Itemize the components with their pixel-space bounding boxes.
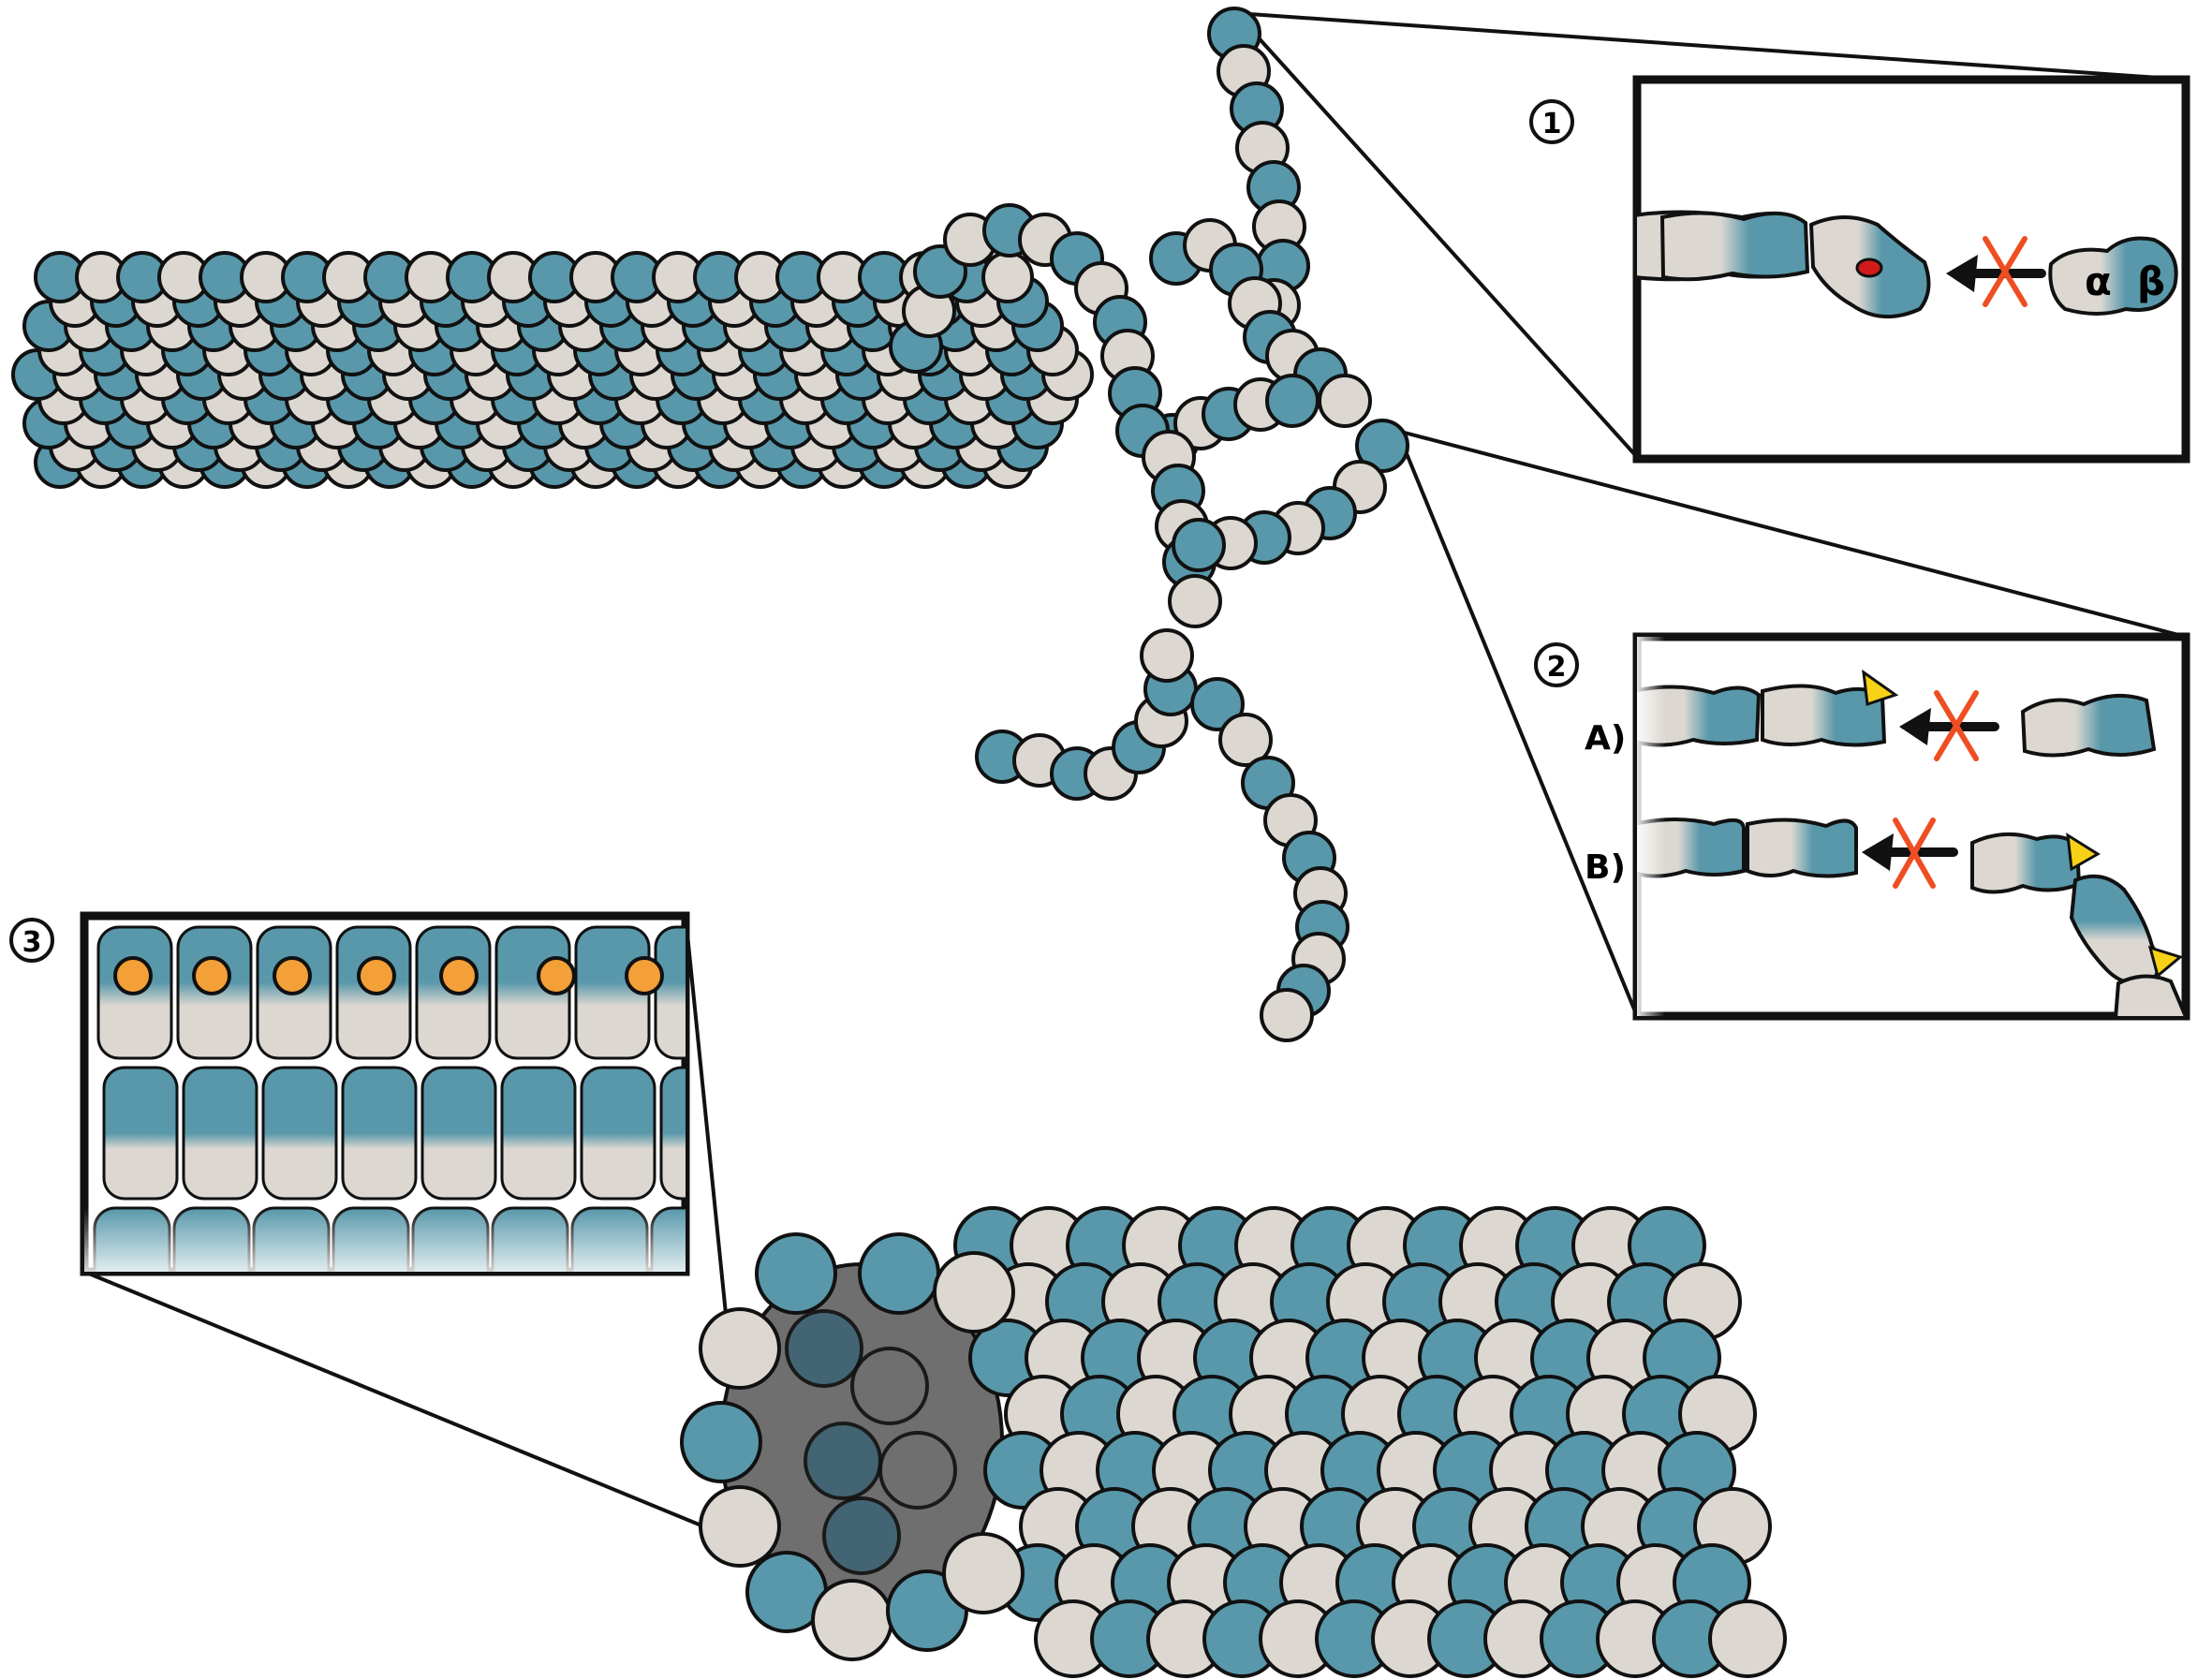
lipid-headgroup-icon (625, 956, 664, 995)
panel-1-number: 1 (1542, 108, 1562, 140)
panel-1: α β 1 (1529, 75, 2190, 464)
tubulin-dimer (261, 1066, 338, 1201)
beta-tubulin (755, 1232, 837, 1315)
beta-tubulin (1190, 677, 1245, 731)
alpha-tubulin (1218, 713, 1273, 767)
alpha-tubulin (933, 1251, 1015, 1334)
tubulin-dimer (654, 925, 686, 1060)
panel-2-number: 2 (1547, 651, 1567, 684)
alpha-tubulin (699, 1307, 781, 1390)
gtp-tag-icon (2066, 833, 2101, 872)
alpha-tubulin (699, 1485, 781, 1568)
gtp-tubulin-dimer (1761, 684, 1887, 747)
x-mark-icon (1983, 236, 2028, 307)
curling-protofilaments (889, 7, 1409, 1042)
lipid-headgroup-icon (439, 956, 479, 995)
drug-binding-site-marker (1855, 258, 1883, 278)
lipid-headgroup-icon (357, 956, 396, 995)
inner-tubulin (804, 1422, 882, 1500)
beta-tubulin (1265, 374, 1320, 428)
tubulin-dimer (1637, 685, 1762, 747)
panel-1-badge (1529, 99, 1574, 144)
row-b-label: B) (1585, 848, 1626, 887)
x-mark-icon (1893, 818, 1936, 889)
panel-2: A) B) 2 (1534, 632, 2190, 1021)
tubulin-dimer (102, 1066, 179, 1201)
beta-label: β (2137, 258, 2165, 304)
lipid-headgroup-icon (113, 956, 153, 995)
alpha-tubulin (1708, 1599, 1787, 1678)
inner-tubulin (850, 1347, 929, 1425)
stable-microtubule (680, 1206, 1787, 1678)
free-tubulin-dimer (2020, 693, 2157, 758)
tubulin-dimer (500, 1066, 577, 1201)
gtp-tag-icon (1862, 669, 1899, 707)
alpha-tubulin (1260, 988, 1314, 1042)
tubulin-dimer (580, 1066, 656, 1201)
alpha-label: α (2085, 258, 2112, 304)
alpha-tubulin (1318, 374, 1372, 428)
lipid-headgroup-icon (273, 956, 312, 995)
beta-tubulin (858, 1232, 940, 1315)
tubulin-dimer (659, 1066, 686, 1201)
lipid-headgroup-icon (537, 956, 576, 995)
panel-2-badge (1534, 642, 1579, 687)
gtp-tag-icon (2147, 945, 2184, 979)
curved-gtp-protofilament (1970, 832, 2082, 894)
lipid-headgroup-icon (192, 956, 231, 995)
curved-gtp-protofilament (2114, 974, 2186, 1016)
panel-3-number: 3 (22, 926, 42, 959)
tubulin-dimer (1746, 818, 1858, 878)
alpha-tubulin (811, 1579, 893, 1661)
row-a-label: A) (1585, 719, 1626, 758)
beta-tubulin (680, 1401, 762, 1483)
tubulin-dimer (1659, 211, 1810, 282)
zoom-lines (83, 11, 2187, 1547)
alpha-tubulin (981, 251, 1034, 303)
inner-tubulin (822, 1496, 901, 1575)
x-mark-icon (1934, 690, 1979, 761)
beta-tubulin (1355, 419, 1409, 473)
tubulin-dimer (341, 1066, 418, 1201)
beta-tubulin (1172, 518, 1226, 572)
alpha-tubulin (942, 1532, 1025, 1614)
tubulin-dimer (182, 1066, 258, 1201)
depolymerizing-microtubule (11, 251, 1094, 489)
free-tubulin-dimer (2048, 236, 2178, 316)
alpha-tubulin (1140, 628, 1194, 683)
inner-tubulin (785, 1309, 863, 1388)
panel-3: 3 (9, 911, 690, 1276)
panel-3-badge (9, 918, 54, 963)
tubulin-dimer (420, 1066, 497, 1201)
alpha-tubulin (1168, 574, 1222, 628)
inner-tubulin (878, 1431, 957, 1510)
